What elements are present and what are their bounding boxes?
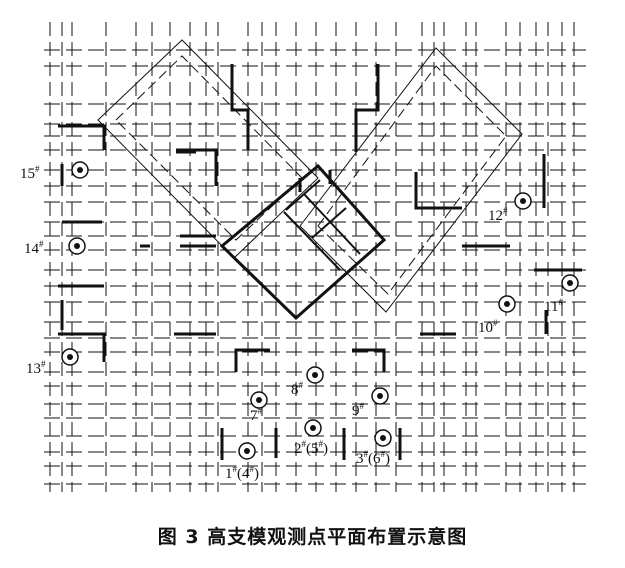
central-core xyxy=(219,163,387,321)
observation-point-label: 12# xyxy=(488,206,508,224)
observation-point: 7# xyxy=(250,391,268,424)
grid-lines-horizontal xyxy=(44,49,586,485)
observation-point-label: 7# xyxy=(250,406,263,424)
grid-lines-vertical xyxy=(49,22,575,492)
observation-point-center xyxy=(504,301,510,307)
observation-point-label: 1#(4#) xyxy=(225,464,259,482)
observation-point-center xyxy=(520,198,526,204)
observation-point-label: 9# xyxy=(352,401,365,419)
observation-point-center xyxy=(256,397,262,403)
observation-point-label: 11# xyxy=(544,297,563,315)
observation-point-label: 14# xyxy=(24,239,44,257)
observation-point-label: 2#(5#) xyxy=(294,439,328,457)
observation-points: 1#(4#) 2#(5#) 3#(6#) 7# 8# 9# 10# 11# 12# 13# 14# 1… xyxy=(20,161,579,482)
observation-point-label: 10# xyxy=(478,318,498,336)
observation-point: 1#(4#) xyxy=(225,442,259,482)
wall-segments xyxy=(58,64,582,460)
observation-point: 2#(5#) xyxy=(294,419,328,457)
figure-caption: 图 3 高支模观测点平面布置示意图 xyxy=(157,526,468,548)
observation-point-center xyxy=(74,243,80,249)
observation-point: 12# xyxy=(488,192,532,224)
observation-point-label: 8# xyxy=(291,380,304,398)
observation-point: 14# xyxy=(24,237,86,257)
observation-point-center xyxy=(567,280,573,286)
observation-point-label: 15# xyxy=(20,164,40,182)
observation-point: 8# xyxy=(291,366,324,398)
observation-point-center xyxy=(244,448,250,454)
observation-point: 11# xyxy=(544,274,579,315)
observation-point-center xyxy=(67,354,73,360)
observation-point-center xyxy=(380,435,386,441)
observation-point: 3#(6#) xyxy=(356,429,392,467)
observation-point-center xyxy=(77,167,83,173)
observation-point: 13# xyxy=(26,348,79,377)
diagonal-frame-right xyxy=(299,47,523,313)
observation-point: 9# xyxy=(352,387,389,419)
observation-point-label: 3#(6#) xyxy=(356,449,390,467)
observation-point: 10# xyxy=(478,295,516,336)
observation-point-center xyxy=(310,425,316,431)
observation-point-label: 13# xyxy=(26,359,46,377)
observation-point: 15# xyxy=(20,161,89,182)
observation-point-center xyxy=(377,393,383,399)
observation-point-center xyxy=(312,372,318,378)
